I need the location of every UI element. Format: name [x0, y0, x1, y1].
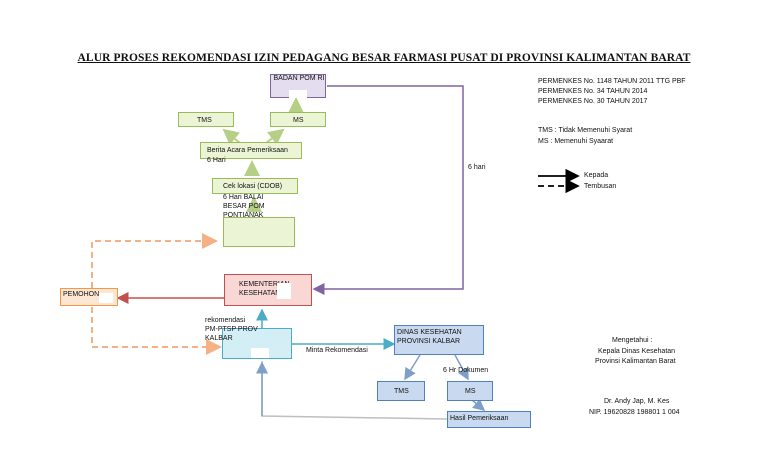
balai-pom-label: 6 Hari BALAI BESAR POM PONTIANAK — [223, 194, 265, 219]
dokumen-days-label: 6 Hr Dokumen — [443, 367, 489, 374]
minta-rekomendasi-label: Minta Rekomendasi — [306, 347, 368, 354]
ms-top-label: MS — [293, 117, 304, 124]
signature-jabatan-1: Kepala Dinas Kesehatan — [598, 348, 676, 355]
pemohon-notch — [99, 293, 113, 303]
pemohon-to-balai-dashed — [91, 233, 218, 288]
signature-jabatan-2: Provinsi Kalimantan Barat — [595, 358, 676, 365]
legend-tembusan-label: Tembusan — [584, 183, 617, 190]
hasil-pemeriksaan-label: Hasil Pemeriksaan — [450, 415, 509, 422]
berita-acara-box: Berita Acara Pemeriksaan — [200, 142, 302, 159]
cek-lokasi-label: Cek lokasi (CDOB) — [223, 183, 283, 190]
berita-acara-days: 6 Hari — [207, 157, 226, 164]
hasil-pemeriksaan-box: Hasil Pemeriksaan — [447, 411, 531, 428]
regulation-1: PERMENKES No. 1148 TAHUN 2011 TTG PBF — [538, 78, 686, 85]
ms-bottom-box: MS — [447, 381, 493, 401]
pemohon-to-ptsp-line — [91, 307, 222, 355]
ms-bottom-label: MS — [465, 388, 476, 395]
regulation-2: PERMENKES No. 34 TAHUN 2014 — [538, 88, 648, 95]
ms-to-hasil-arrow — [471, 398, 486, 411]
six-hari-right-label: 6 hari — [468, 164, 486, 171]
definition-tms: TMS : Tidak Memenuhi Syarat — [538, 127, 633, 134]
dinas-kesehatan-box: DINAS KESEHATAN PROVINSI KALBAR — [394, 325, 484, 355]
tms-bottom-box: TMS — [377, 381, 425, 401]
ptsp-label: rekomendasi PM-PTSP PROV KALBAR — [205, 317, 258, 342]
legend-kepada-label: Kepada — [584, 172, 609, 179]
tms-top-box: TMS — [178, 112, 234, 127]
pemohon-box: PEMOHON — [60, 288, 118, 306]
regulation-3: PERMENKES No. 30 TAHUN 2017 — [538, 98, 648, 105]
dinas-kesehatan-label: DINAS KESEHATAN PROVINSI KALBAR — [397, 329, 462, 345]
berita-to-ms-arrow — [265, 128, 285, 145]
page-title: ALUR PROSES REKOMENDASI IZIN PEDAGANG BE… — [77, 52, 691, 64]
dinas-to-tms-arrow — [404, 354, 421, 381]
ms-top-box: MS — [270, 112, 326, 127]
badan-pom-notch — [289, 90, 307, 98]
signature-nama: Dr. Andy Jap, M. Kes — [604, 398, 670, 405]
pemohon-label: PEMOHON — [63, 291, 100, 298]
kementerian-notch — [277, 283, 291, 299]
signature-mengetahui: Mengetahui : — [612, 337, 653, 344]
badan-pom-label: BADAN POM RI — [273, 75, 325, 82]
badan-to-kementerian-line — [312, 85, 464, 295]
balai-pom-box — [223, 217, 295, 247]
kementerian-box: KEMENTERIAN KESEHATAN RI — [224, 274, 312, 306]
dinas-to-ms-arrow — [454, 354, 469, 381]
badan-pom-box: BADAN POM RI — [270, 74, 326, 98]
berita-acara-label: Berita Acara Pemeriksaan — [207, 147, 288, 154]
ptsp-box — [222, 328, 292, 359]
definition-ms: MS : Memenuhi Syaarat — [538, 138, 614, 145]
berita-to-tms-arrow — [222, 128, 241, 146]
cek-lokasi-box: Cek lokasi (CDOB) — [212, 178, 298, 194]
ptsp-notch — [251, 348, 269, 358]
tms-bottom-label: TMS — [394, 388, 409, 395]
signature-nip: NIP. 19620828 198801 1 004 — [589, 409, 680, 416]
tms-top-label: TMS — [197, 117, 212, 124]
